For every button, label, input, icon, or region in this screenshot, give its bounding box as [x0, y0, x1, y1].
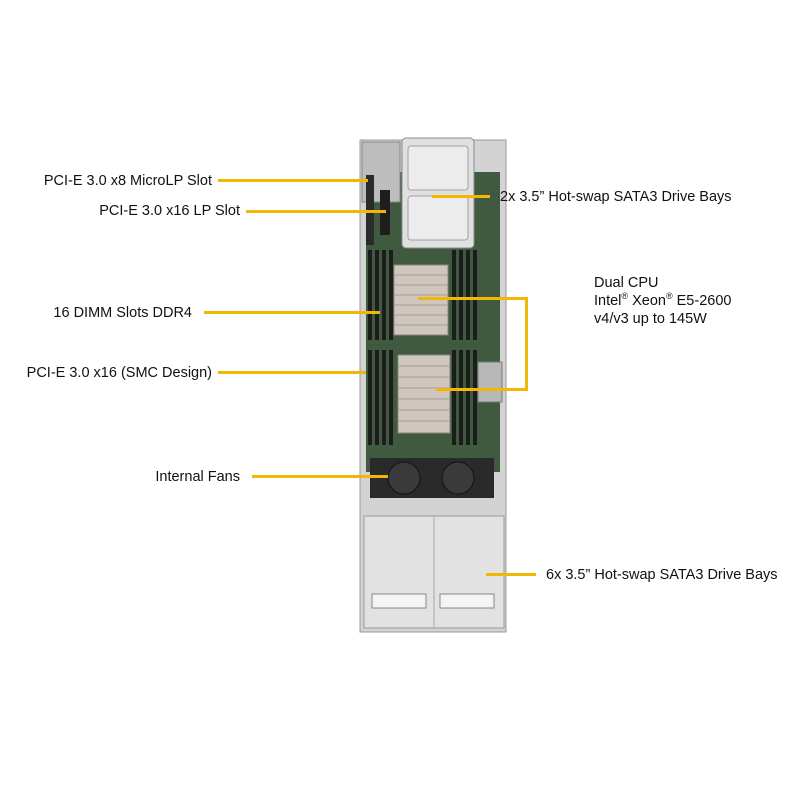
- leader-x16-lp-slot: [246, 210, 386, 213]
- leader-cpu-join: [525, 297, 528, 391]
- cpu-model: E5-2600: [676, 293, 732, 309]
- leader-rear-drive-bays: [486, 573, 536, 576]
- cpu-line-2: Intel® Xeon® E5-2600: [594, 292, 731, 310]
- front-drive-bays: [401, 137, 475, 249]
- callout-microlp-slot: PCI-E 3.0 x8 MicroLP Slot: [43, 173, 212, 189]
- registered-mark-1: ®: [621, 291, 629, 302]
- callout-dimm-slots: 16 DIMM Slots DDR4: [53, 305, 192, 321]
- leader-microlp-slot: [218, 179, 368, 182]
- leader-internal-fans: [252, 475, 388, 478]
- registered-mark-2: ®: [665, 291, 673, 302]
- leader-cpu-2: [436, 388, 528, 391]
- cpu-brand: Intel: [594, 293, 622, 309]
- callout-smc-slot: PCI-E 3.0 x16 (SMC Design): [26, 365, 212, 381]
- leader-smc-slot: [218, 371, 366, 374]
- cpu-line-1: Dual CPU: [594, 275, 659, 291]
- cpu-heatsink-2: [397, 354, 451, 434]
- callout-rear-drive-bays: 6x 3.5” Hot-swap SATA3 Drive Bays: [546, 567, 778, 583]
- cpu-heatsink-1: [393, 264, 449, 336]
- cpu-line-3: v4/v3 up to 145W: [594, 311, 707, 327]
- leader-cpu-1: [418, 297, 528, 300]
- leader-front-drive-bays: [432, 195, 490, 198]
- dimm-slots-right: [452, 250, 477, 445]
- callout-internal-fans: Internal Fans: [155, 469, 240, 485]
- leader-dimm-slots: [204, 311, 380, 314]
- cpu-sub-brand: Xeon: [632, 293, 666, 309]
- callout-front-drive-bays: 2x 3.5” Hot-swap SATA3 Drive Bays: [500, 189, 732, 205]
- rear-drive-bays: [363, 515, 505, 629]
- callout-dual-cpu: Dual CPU Intel® Xeon® E5-2600 v4/v3 up t…: [594, 274, 731, 328]
- internal-fans: [370, 458, 494, 498]
- callout-x16-lp-slot: PCI-E 3.0 x16 LP Slot: [99, 203, 240, 219]
- dimm-slots-left: [368, 250, 393, 445]
- side-module: [477, 361, 503, 403]
